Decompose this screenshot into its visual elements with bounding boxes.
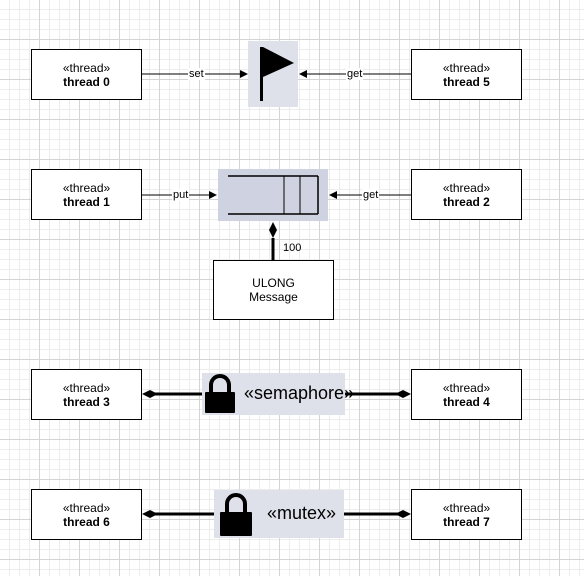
flag-icon [260, 47, 294, 101]
stereotype-label: «thread» [442, 380, 491, 395]
thread-name: thread 5 [443, 74, 490, 89]
stereotype-label: «thread» [442, 180, 491, 195]
queue-container[interactable] [218, 169, 328, 221]
stereotype-label: «thread» [62, 180, 111, 195]
thread-name: thread 4 [443, 394, 490, 409]
stereotype-label: «thread» [62, 380, 111, 395]
multiplicity-label: 100 [283, 242, 302, 254]
thread-name: thread 3 [63, 394, 110, 409]
thread-name: thread 2 [443, 194, 490, 209]
thread-name: thread 7 [443, 514, 490, 529]
edge-label-get: get [346, 68, 364, 80]
thread-4-node[interactable]: «thread» thread 4 [411, 369, 522, 420]
mutex-container[interactable]: «mutex» [214, 490, 344, 538]
thread-0-node[interactable]: «thread» thread 0 [31, 49, 142, 100]
message-node[interactable]: ULONG Message [213, 260, 334, 320]
thread-name: thread 6 [63, 514, 110, 529]
edge-label-get: get [362, 189, 380, 201]
thread-5-node[interactable]: «thread» thread 5 [411, 49, 522, 100]
composition-diamond [269, 222, 277, 238]
semaphore-container[interactable]: «semaphore» [202, 373, 354, 415]
stereotype-label: «thread» [442, 500, 491, 515]
thread-name: thread 0 [63, 74, 110, 89]
thread-2-node[interactable]: «thread» thread 2 [411, 169, 522, 220]
semaphore-label: «semaphore» [244, 383, 355, 403]
edge-label-put: put [172, 189, 190, 201]
message-name: Message [249, 290, 298, 304]
flag-container[interactable] [248, 41, 298, 107]
stereotype-label: «thread» [62, 60, 111, 75]
thread-3-node[interactable]: «thread» thread 3 [31, 369, 142, 420]
thread-6-node[interactable]: «thread» thread 6 [31, 489, 142, 540]
edge-label-set: set [188, 68, 205, 80]
lock-icon [220, 493, 252, 536]
queue-icon [228, 175, 319, 215]
thread-1-node[interactable]: «thread» thread 1 [31, 169, 142, 220]
thread-7-node[interactable]: «thread» thread 7 [411, 489, 522, 540]
stereotype-label: «thread» [442, 60, 491, 75]
thread-name: thread 1 [63, 194, 110, 209]
stereotype-label: «thread» [62, 500, 111, 515]
mutex-label: «mutex» [267, 503, 337, 523]
lock-icon [205, 374, 235, 413]
message-type: ULONG [252, 276, 295, 290]
